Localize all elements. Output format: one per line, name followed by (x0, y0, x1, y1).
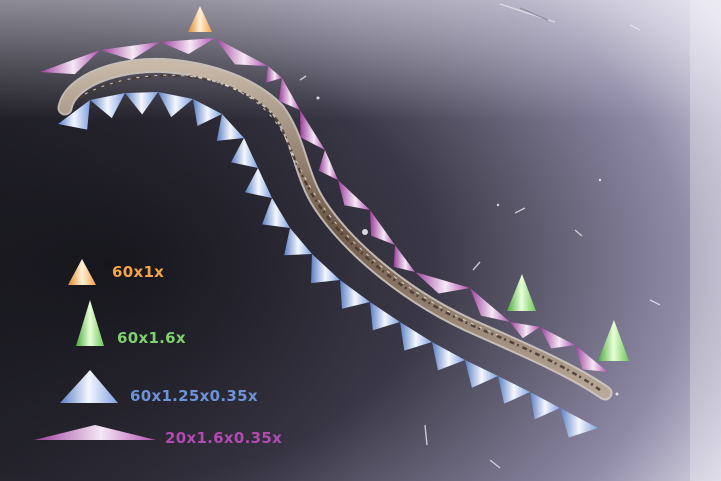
purple-cone-marker (393, 245, 415, 272)
debris-particles (299, 3, 661, 469)
purple-cone-marker (370, 210, 395, 245)
purple-cone-marker (415, 272, 470, 294)
purple-cone-marker (470, 288, 510, 322)
blue-cone-marker (284, 228, 312, 256)
blue-cone-marker (231, 138, 258, 168)
blue-cone-chain (58, 92, 598, 438)
purple-cone-marker (265, 66, 282, 83)
legend-label-blue: 60x1.25x0.35x (130, 387, 258, 405)
blue-cone-marker (158, 92, 193, 118)
green-cone-icon (76, 300, 104, 346)
purple-cone-marker (40, 50, 100, 75)
purple-cone-chain (40, 38, 608, 372)
blue-cone-marker (245, 168, 272, 198)
blue-cone-marker (465, 360, 498, 388)
purple-cone-marker (338, 180, 370, 210)
blue-cone-marker (530, 392, 560, 420)
blue-cone-marker (125, 92, 158, 115)
blue-cone-marker (560, 408, 598, 438)
orange-cone-icon (188, 6, 212, 32)
blue-cone-marker (370, 302, 400, 331)
blue-cone-marker (58, 100, 90, 130)
green-cone-icon (598, 320, 629, 361)
purple-cone-marker (300, 110, 325, 150)
blue-cone-marker (498, 376, 530, 404)
nematode-specimen (57, 57, 613, 401)
blue-cone-marker (262, 198, 290, 228)
purple-cone-marker (318, 150, 338, 180)
purple-cone-marker (215, 38, 268, 66)
blue-cone-marker (90, 93, 125, 119)
purple-cone-marker (100, 42, 160, 60)
purple-cone-marker (575, 345, 608, 372)
legend-label-orange: 60x1x (112, 263, 165, 281)
blue-cone-marker (311, 254, 340, 284)
blue-cone-marker (340, 280, 370, 309)
purple-cone-marker (540, 327, 575, 349)
legend-markers (34, 259, 156, 440)
legend-label-green: 60x1.6x (117, 329, 186, 347)
legend-label-purple: 20x1.6x0.35x (165, 429, 283, 447)
blue-cone-marker (400, 322, 432, 351)
purple-cone-marker (160, 38, 215, 54)
orange-cone-icon (68, 259, 96, 285)
purple-cone-marker (278, 78, 300, 110)
purple-flat-cone-icon (34, 425, 156, 440)
green-cone-icon (507, 274, 536, 311)
blue-cone-marker (216, 114, 244, 141)
blue-cone-marker (432, 342, 465, 371)
blue-cone-marker (193, 99, 222, 127)
blue-flat-cone-icon (60, 370, 118, 403)
purple-cone-marker (510, 322, 540, 339)
